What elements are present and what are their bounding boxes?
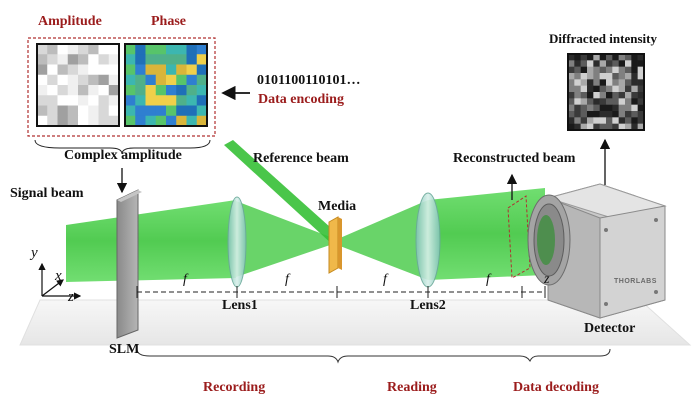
phase-pattern <box>124 43 208 127</box>
distance-z: z <box>544 272 550 287</box>
detector-camera <box>527 183 667 319</box>
lens1-glass <box>227 196 247 288</box>
distance-f4: f <box>486 272 490 287</box>
detector-brand: THORLABS <box>614 278 657 285</box>
complex-amplitude-bracket <box>34 139 211 155</box>
lens2-label: Lens2 <box>410 298 446 313</box>
signal-beam <box>66 200 236 282</box>
complex-amplitude-label: Complex amplitude <box>64 148 182 163</box>
distance-markers <box>136 286 546 298</box>
media-crystal <box>328 216 342 274</box>
signal-beam-label: Signal beam <box>10 186 84 201</box>
axis-x-label: x <box>55 268 62 284</box>
reference-beam <box>224 140 340 245</box>
distance-f1: f <box>183 272 187 287</box>
recording-label: Recording <box>203 380 266 395</box>
slm-device <box>116 189 142 339</box>
phase-brace <box>136 348 611 364</box>
reconstructed-beam-path <box>428 188 545 280</box>
optical-table <box>19 299 692 346</box>
reconstructed-beam-outline <box>507 195 531 279</box>
diffracted-intensity-title: Diffracted intensity <box>549 31 657 46</box>
data-encoding-label: Data encoding <box>258 92 344 107</box>
distance-f3: f <box>383 272 387 287</box>
axis-z-label: z <box>68 289 74 305</box>
amplitude-pattern <box>36 43 120 127</box>
encoding-box <box>27 37 216 137</box>
data-decoding-label: Data decoding <box>513 380 599 395</box>
bit-string: 0101100110101… <box>257 73 361 88</box>
lens1-label: Lens1 <box>222 298 258 313</box>
distance-f2: f <box>285 272 289 287</box>
lens2-glass <box>415 192 441 288</box>
slm-label: SLM <box>109 342 140 357</box>
reference-beam-label: Reference beam <box>253 151 349 166</box>
amplitude-title: Amplitude <box>38 14 102 29</box>
diffracted-intensity-pattern <box>567 53 645 131</box>
axis-y-label: y <box>31 245 38 261</box>
detector-label: Detector <box>584 321 636 336</box>
reading-label: Reading <box>387 380 437 395</box>
media-label: Media <box>318 199 357 214</box>
phase-title: Phase <box>151 14 186 29</box>
converging-beam <box>236 201 333 277</box>
reconstructed-beam-label: Reconstructed beam <box>453 151 576 166</box>
diverging-beam <box>340 200 428 280</box>
axis-indicator <box>38 262 82 300</box>
